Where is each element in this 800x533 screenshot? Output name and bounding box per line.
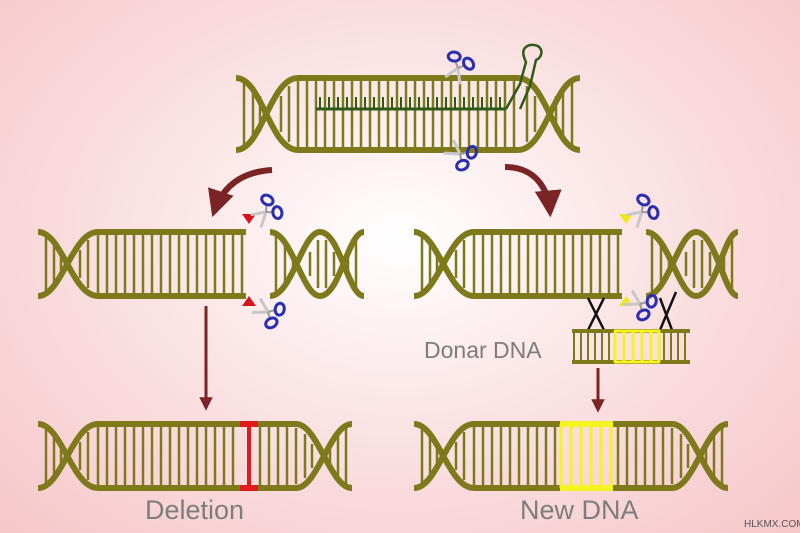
cut-dna-left bbox=[37, 188, 365, 335]
top-dna-strand-upper bbox=[235, 75, 581, 153]
donor-dna bbox=[572, 329, 690, 364]
scissors-icon bbox=[244, 188, 289, 233]
scissors-icon bbox=[247, 289, 292, 335]
arrow-icon bbox=[504, 164, 562, 218]
deletion-dna bbox=[37, 421, 353, 491]
cut-marker-icon bbox=[242, 296, 256, 306]
deletion-mark bbox=[240, 421, 258, 491]
cut-marker-icon bbox=[242, 214, 256, 224]
new-dna bbox=[413, 421, 729, 491]
crossover-lines bbox=[586, 291, 678, 331]
scissors-icon bbox=[620, 188, 665, 233]
top-dna-strand-lower bbox=[235, 75, 581, 153]
scissors-icon bbox=[439, 131, 484, 177]
top-dna bbox=[235, 43, 581, 177]
cut-dna-right bbox=[413, 188, 740, 331]
cut-marker-icon bbox=[619, 214, 633, 224]
donor-insert bbox=[613, 329, 661, 364]
deletion-label: Deletion bbox=[145, 495, 244, 525]
guide-rna bbox=[316, 43, 543, 111]
top-dna-rungs bbox=[242, 80, 574, 148]
inserted-segment bbox=[559, 421, 613, 491]
new-dna-label: New DNA bbox=[520, 495, 639, 525]
donor-dna-label: Donar DNA bbox=[424, 337, 542, 363]
watermark: HLKMX.COM bbox=[744, 519, 800, 530]
arrow-icon bbox=[208, 167, 273, 218]
